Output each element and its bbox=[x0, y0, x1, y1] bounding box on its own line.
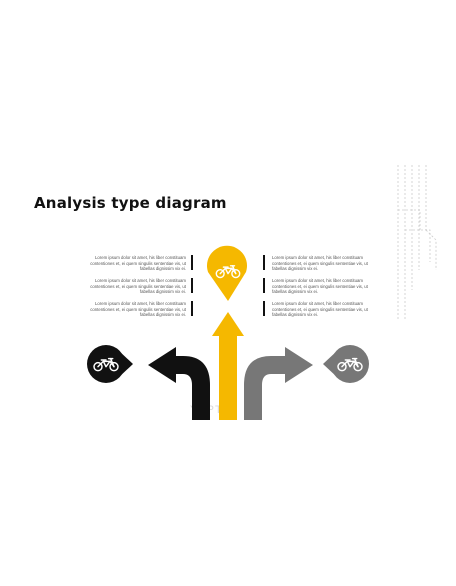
right-item-3-text: Lorem ipsum dolor sit amet, his liber co… bbox=[272, 301, 368, 318]
left-pin bbox=[87, 345, 133, 383]
right-item-1-bar bbox=[263, 255, 265, 270]
right-item-1-text: Lorem ipsum dolor sit amet, his liber co… bbox=[272, 255, 368, 272]
left-item-1-bar bbox=[191, 255, 193, 270]
right-item-3-bar bbox=[263, 301, 265, 316]
left-item-3-bar bbox=[191, 301, 193, 316]
left-item-3-text: Lorem ipsum dolor sit amet, his liber co… bbox=[90, 301, 186, 318]
center-arrow bbox=[212, 312, 244, 420]
right-pin bbox=[323, 345, 369, 383]
left-item-1-text: Lorem ipsum dolor sit amet, his liber co… bbox=[90, 255, 186, 272]
right-item-2-bar bbox=[263, 278, 265, 293]
left-arrow bbox=[148, 347, 210, 420]
right-arrow bbox=[244, 347, 313, 420]
page-title: Analysis type diagram bbox=[34, 194, 227, 212]
right-item-2-text: Lorem ipsum dolor sit amet, his liber co… bbox=[272, 278, 368, 295]
left-item-2-bar bbox=[191, 278, 193, 293]
left-item-2-text: Lorem ipsum dolor sit amet, his liber co… bbox=[90, 278, 186, 295]
center-pin bbox=[207, 245, 247, 301]
